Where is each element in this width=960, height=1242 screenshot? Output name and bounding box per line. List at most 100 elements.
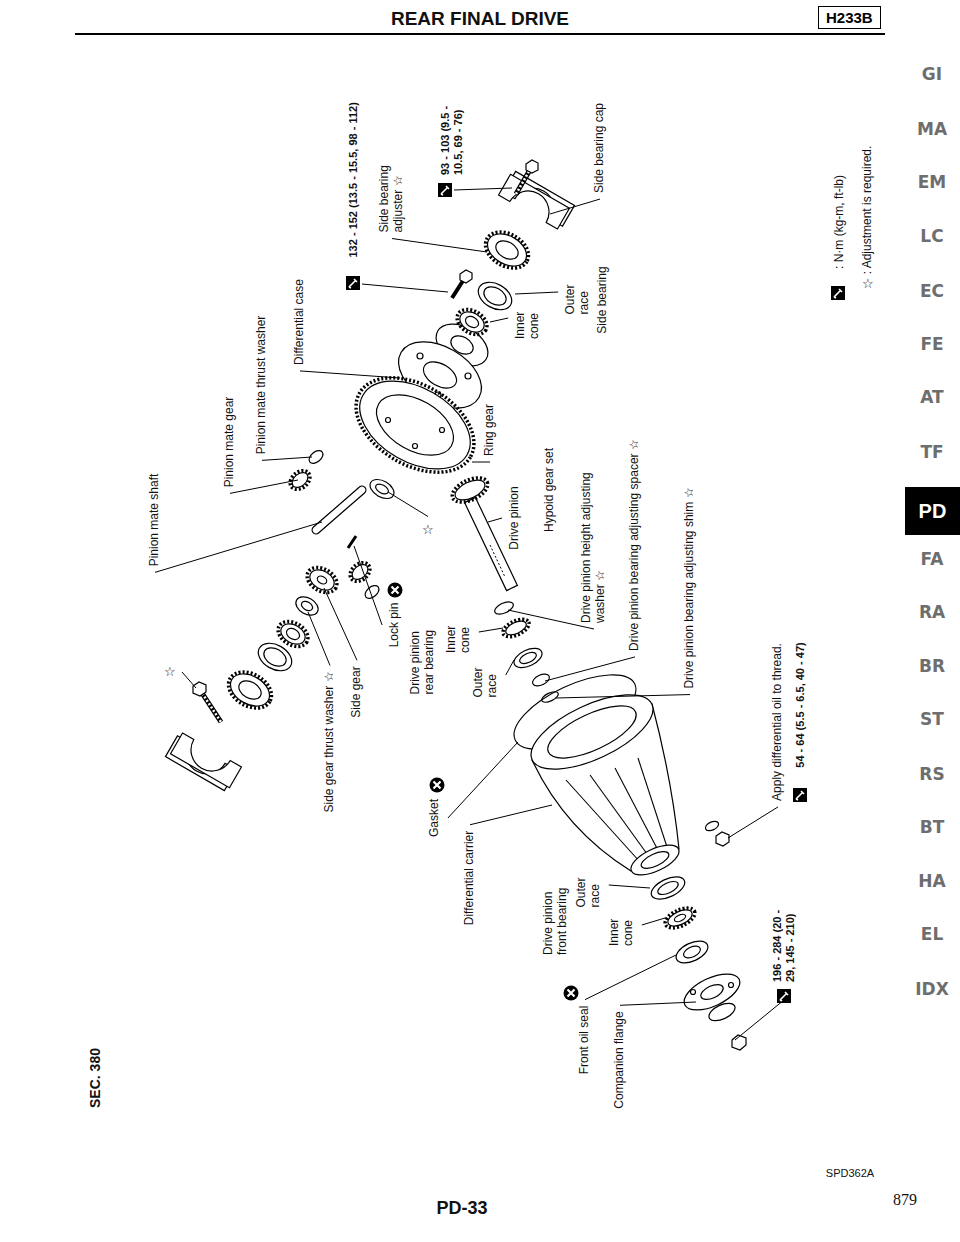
section-index: AT bbox=[920, 388, 943, 408]
leader-line bbox=[308, 612, 330, 665]
leader-line bbox=[545, 657, 635, 681]
differential-gears bbox=[286, 448, 397, 619]
torque-symbol bbox=[793, 788, 807, 802]
part-name: Inner cone bbox=[514, 297, 542, 339]
part-name: Differential case bbox=[293, 279, 307, 365]
leader-line bbox=[262, 457, 312, 460]
part-name: Drive pinion bbox=[508, 486, 522, 549]
part-name: Drive pinion bearing adjusting shim ☆ bbox=[683, 487, 697, 688]
part-name: Side bearing cap bbox=[593, 103, 607, 193]
leader-line bbox=[448, 742, 518, 818]
model-code-box: H233B bbox=[818, 6, 881, 29]
part-name: Front oil seal bbox=[578, 1006, 592, 1075]
section-index: LC bbox=[920, 227, 943, 247]
section-index: FA bbox=[921, 550, 944, 570]
legend-text: : Adjustment is required. bbox=[861, 146, 875, 275]
torque-legend-symbol bbox=[831, 286, 845, 300]
leader-line bbox=[506, 660, 514, 675]
leader-line bbox=[388, 492, 428, 517]
part-name: Drive pinion front bearing bbox=[542, 875, 570, 955]
part-name: Outer race bbox=[575, 863, 603, 908]
leader-line bbox=[300, 371, 400, 378]
page-text: SPD362A bbox=[826, 1167, 874, 1180]
leader-line bbox=[470, 805, 552, 825]
part-name: Side bearing adjuster ☆ bbox=[378, 138, 406, 233]
part-name: Pinion mate gear bbox=[223, 397, 237, 488]
part-name: Inner cone bbox=[608, 904, 636, 946]
leader-line bbox=[620, 1002, 696, 1005]
section-index: FE bbox=[920, 335, 943, 355]
part-name: Apply differential oil to thread. bbox=[771, 643, 785, 801]
section-index: IDX bbox=[915, 980, 949, 1000]
part-name: Outer race bbox=[472, 653, 500, 698]
leader-line bbox=[515, 292, 558, 294]
section-index: TF bbox=[920, 443, 943, 463]
node-text: H233B bbox=[826, 9, 873, 26]
leader-line bbox=[362, 284, 448, 292]
section-tab: PD bbox=[905, 487, 960, 535]
part-name: Companion flange bbox=[613, 1011, 627, 1108]
leader-line bbox=[155, 522, 322, 572]
page-text: ☆ bbox=[422, 523, 434, 538]
leader-line bbox=[556, 695, 690, 698]
part-name: Gasket bbox=[428, 799, 442, 837]
node-text: PD bbox=[919, 500, 947, 523]
part-name: Pinion mate thrust washer bbox=[255, 316, 269, 455]
leader-line bbox=[479, 628, 503, 632]
section-index: GI bbox=[922, 65, 942, 85]
leader-line bbox=[472, 462, 490, 463]
replace-symbol bbox=[388, 583, 403, 598]
part-name: Drive pinion bearing adjusting spacer ☆ bbox=[628, 439, 642, 651]
replace-symbol bbox=[430, 778, 445, 793]
ring-gear-and-case bbox=[340, 315, 496, 491]
part-name: Differential carrier bbox=[463, 831, 477, 925]
part-name: Side gear bbox=[350, 666, 364, 717]
leader-line bbox=[642, 918, 665, 925]
part-name: Side gear thrust washer ☆ bbox=[323, 671, 337, 812]
leader-line bbox=[490, 318, 508, 322]
page-text: ☆ bbox=[164, 665, 176, 680]
torque-symbol bbox=[438, 183, 452, 197]
part-name: Drive pinion rear bearing bbox=[409, 610, 437, 695]
part-name: Ring gear bbox=[483, 404, 497, 456]
part-name: SEC. 380 bbox=[87, 1048, 103, 1108]
part-name: Lock pin bbox=[388, 603, 402, 648]
part-name: Outer race bbox=[564, 270, 592, 315]
leader-line bbox=[182, 672, 196, 688]
part-name: 196 - 284 (20 - 29, 145 - 210) bbox=[771, 902, 796, 982]
torque-symbol bbox=[346, 276, 360, 290]
part-name: Inner cone bbox=[445, 611, 473, 653]
part-name: 54 - 64 (5.5 - 6.5, 40 - 47) bbox=[794, 642, 807, 767]
page-title: REAR FINAL DRIVE bbox=[391, 8, 569, 30]
replace-symbol bbox=[564, 986, 579, 1001]
section-index: EC bbox=[920, 282, 944, 302]
section-index: ST bbox=[920, 710, 944, 730]
section-index: HA bbox=[918, 872, 945, 892]
leader-line bbox=[454, 188, 512, 190]
leader-line bbox=[550, 199, 600, 214]
section-index: BR bbox=[919, 657, 945, 677]
legend-text: : N·m (kg-m, ft-lb) bbox=[833, 175, 847, 269]
part-name: 132 - 152 (13.5 - 15.5, 98 - 112) bbox=[347, 93, 360, 258]
part-name: 93 - 103 (9.5 - 10.5, 69 - 76) bbox=[439, 105, 464, 175]
leader-line bbox=[728, 807, 778, 838]
part-name: Drive pinion height adjusting washer ☆ bbox=[580, 433, 608, 623]
header-rule bbox=[75, 33, 885, 35]
leader-line bbox=[488, 518, 502, 522]
section-index: MA bbox=[917, 120, 947, 140]
part-name: Pinion mate shaft bbox=[148, 474, 162, 567]
leader-line bbox=[324, 588, 357, 660]
leader-line bbox=[609, 885, 650, 888]
differential-carrier bbox=[504, 660, 729, 881]
section-index: RS bbox=[919, 765, 944, 785]
leader-line bbox=[585, 955, 676, 1000]
left-side-bearing bbox=[222, 616, 312, 715]
leader-line bbox=[354, 546, 382, 625]
part-name: Side bearing bbox=[596, 266, 610, 333]
leader-line bbox=[230, 480, 298, 493]
torque-symbol bbox=[777, 989, 791, 1003]
leader-line bbox=[735, 1000, 784, 1040]
